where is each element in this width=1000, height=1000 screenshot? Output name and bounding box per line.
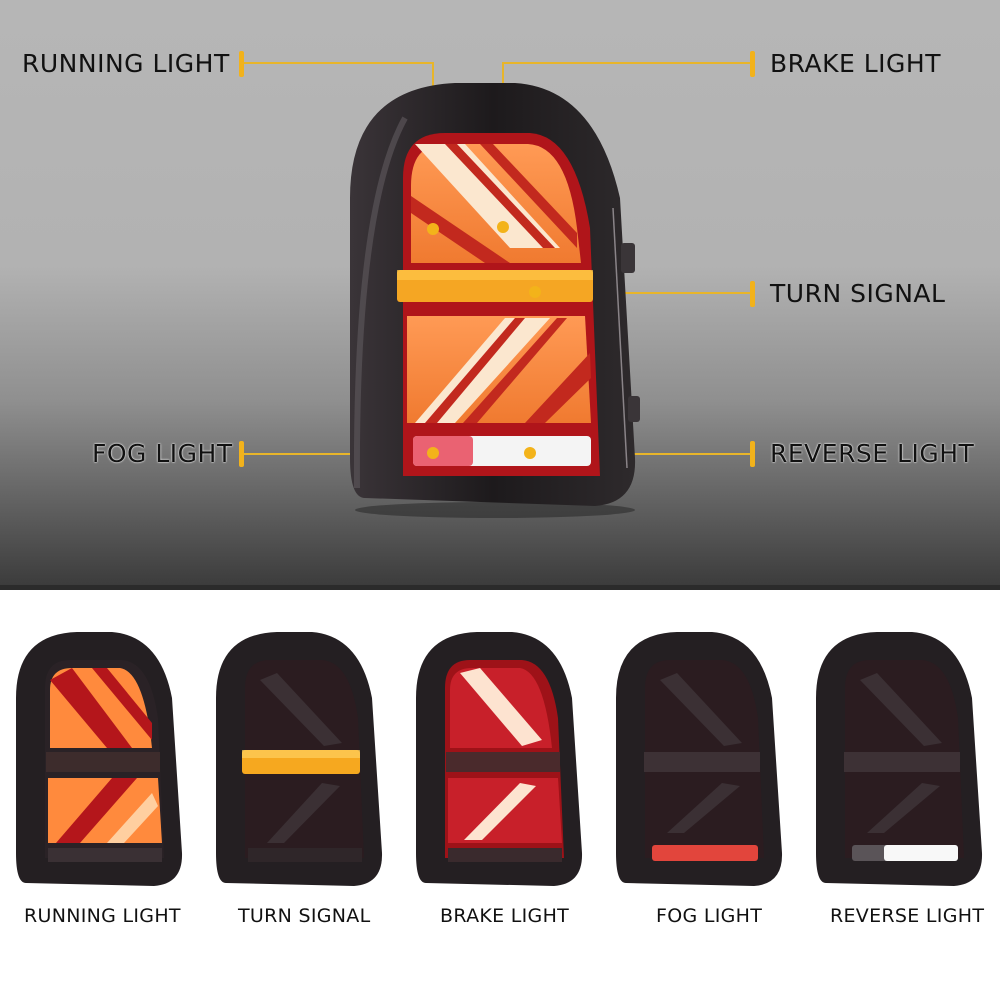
thumbnail-row <box>0 620 1000 910</box>
callout-line <box>244 62 433 64</box>
callout-line <box>244 453 432 455</box>
callout-line <box>503 62 750 64</box>
thumbnail-caption: RUNNING LIGHT <box>24 905 181 927</box>
callout-marker <box>750 441 755 467</box>
callout-turn-signal-label: TURN SIGNAL <box>770 279 946 308</box>
callout-marker <box>239 441 244 467</box>
thumbnail-caption: TURN SIGNAL <box>238 905 371 927</box>
callout-line <box>530 453 750 455</box>
thumbnail-reverse-light <box>816 632 983 886</box>
thumbnail-brake-light <box>416 632 583 886</box>
callout-marker <box>750 51 755 77</box>
thumbnail-caption: REVERSE LIGHT <box>830 905 985 927</box>
hero-panel: RUNNING LIGHT BRAKE LIGHT TURN SIGNAL FO… <box>0 0 1000 590</box>
callout-running-light-label: RUNNING LIGHT <box>22 49 230 78</box>
hero-floor-edge <box>0 585 1000 590</box>
thumbnail-turn-signal <box>216 632 383 886</box>
thumbnail-fog-light <box>616 632 783 886</box>
callout-brake-light-label: BRAKE LIGHT <box>770 49 941 78</box>
thumbnail-running-light <box>16 632 183 886</box>
callout-reverse-light-label: REVERSE LIGHT <box>770 439 975 468</box>
thumbnail-caption: FOG LIGHT <box>656 905 763 927</box>
callout-fog-light-label: FOG LIGHT <box>92 439 233 468</box>
callout-marker <box>750 281 755 307</box>
callout-line <box>540 292 750 294</box>
callout-marker <box>239 51 244 77</box>
tail-lamp-hero-image <box>350 83 640 518</box>
thumbnail-caption: BRAKE LIGHT <box>440 905 570 927</box>
